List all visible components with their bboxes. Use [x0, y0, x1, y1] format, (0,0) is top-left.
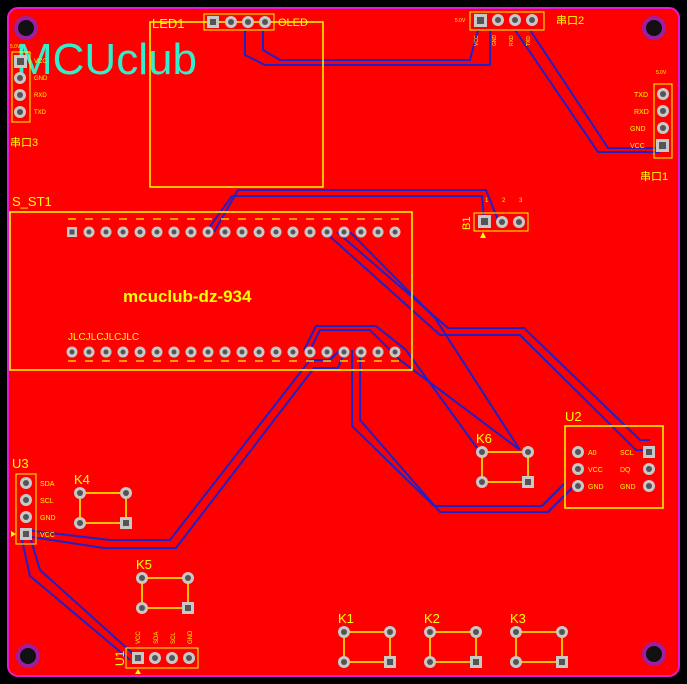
port2-tag: 5.0V: [455, 18, 466, 24]
svg-text:A0: A0: [588, 450, 597, 457]
svg-text:GND: GND: [630, 126, 646, 133]
mounting-holes: [14, 16, 666, 668]
jlc-text: JLCJLCJLCJLC: [68, 332, 139, 343]
svg-text:VCC: VCC: [630, 143, 645, 150]
port1-connector: 串口1 5.0V TXD RXD GND VCC: [630, 70, 673, 183]
port3-connector: 串口3 5.0V VCC GND RXD TXD: [10, 44, 48, 149]
u2-sensor: U2 A0 VCC GND SCL DQ GND: [564, 409, 664, 509]
s-st1-module: S_ST1 mcuclub-dz-934 JLCJLCJLCJLC: [9, 194, 413, 371]
svg-text:GND: GND: [620, 484, 636, 491]
k6-ref: K6: [476, 431, 492, 446]
svg-text:RXD: RXD: [509, 35, 515, 46]
svg-text:TXD: TXD: [526, 36, 532, 46]
k3-ref: K3: [510, 611, 526, 626]
led1-footprint: LED1 OLED: [149, 13, 324, 188]
svg-text:VCC: VCC: [588, 467, 603, 474]
k3-switch: K3: [510, 611, 568, 668]
k2-switch: K2: [424, 611, 482, 668]
k6-switch: K6: [476, 431, 534, 488]
board-label: mcuclub-dz-934: [123, 287, 252, 306]
u3-ref: U3: [12, 456, 29, 471]
svg-text:GND: GND: [492, 35, 498, 47]
svg-text:GND: GND: [588, 484, 604, 491]
board-outline: [7, 7, 680, 677]
logo-text: MCUclub: [16, 35, 197, 84]
u3-connector: U3 SDA SCL GND VCC: [11, 456, 56, 545]
svg-text:1: 1: [485, 198, 489, 204]
k4-ref: K4: [74, 472, 90, 487]
svg-text:TXD: TXD: [634, 92, 648, 99]
b1-ref: B1: [461, 217, 473, 230]
k1-ref: K1: [338, 611, 354, 626]
svg-text:SDA: SDA: [40, 481, 55, 488]
svg-text:SCL: SCL: [171, 632, 177, 644]
svg-text:RXD: RXD: [634, 109, 649, 116]
svg-text:5.0V: 5.0V: [656, 70, 667, 76]
led1-ref: LED1: [152, 16, 185, 31]
svg-text:RXD: RXD: [34, 93, 47, 99]
svg-text:SCL: SCL: [40, 498, 54, 505]
port2-connector: 串口2 5.0V VCC GND RXD TXD: [455, 11, 584, 47]
port1-ref: 串口1: [640, 170, 668, 183]
svg-text:GND: GND: [40, 515, 56, 522]
u2-ref: U2: [565, 409, 582, 424]
s-st1-top-pins: [67, 218, 401, 238]
k5-switch: K5: [136, 557, 194, 614]
svg-text:VCC: VCC: [136, 631, 142, 644]
port3-ref: 串口3: [10, 136, 38, 149]
led1-tag: OLED: [278, 17, 308, 29]
k5-ref: K5: [136, 557, 152, 572]
k1-switch: K1: [338, 611, 396, 668]
k2-ref: K2: [424, 611, 440, 626]
k4-switch: K4: [74, 472, 132, 529]
svg-text:DQ: DQ: [620, 467, 631, 474]
svg-text:5.0V: 5.0V: [10, 44, 21, 50]
svg-text:TXD: TXD: [34, 110, 47, 116]
svg-text:VCC: VCC: [40, 532, 55, 539]
port2-ref: 串口2: [556, 14, 584, 27]
u1-connector: U1 VCC SDA SCL GND: [113, 630, 199, 674]
svg-text:GND: GND: [188, 630, 194, 644]
svg-text:SDA: SDA: [154, 632, 160, 644]
s-st1-ref: S_ST1: [12, 194, 52, 209]
svg-text:2: 2: [502, 198, 506, 204]
svg-text:SCL: SCL: [620, 450, 634, 457]
svg-text:VCC: VCC: [34, 59, 47, 65]
s-st1-bottom-pins: [66, 346, 401, 362]
b1-connector: B1 1 2 3: [461, 198, 529, 238]
u1-ref: U1: [113, 650, 127, 666]
svg-text:VCC: VCC: [474, 35, 480, 46]
svg-text:3: 3: [519, 198, 523, 204]
copper-traces: [21, 29, 660, 661]
svg-text:GND: GND: [34, 76, 48, 82]
